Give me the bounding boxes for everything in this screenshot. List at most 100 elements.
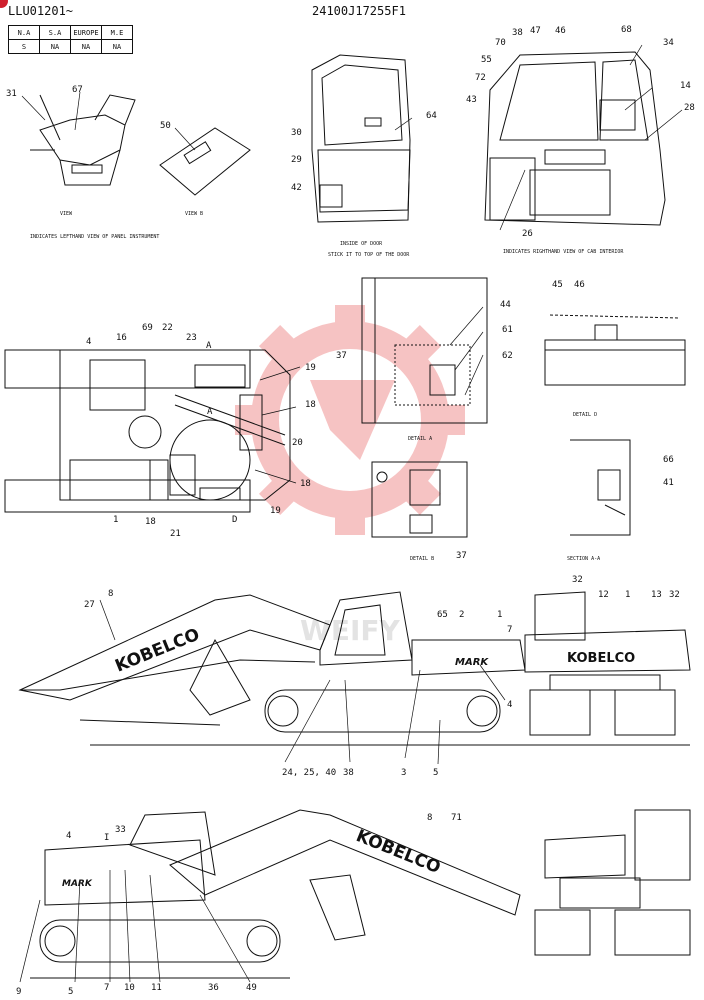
label-10: 10 (124, 983, 135, 993)
label-14: 14 (680, 81, 691, 91)
label-9: 9 (16, 987, 21, 997)
label-8-right: 8 (108, 589, 113, 599)
label-49: 49 (246, 983, 257, 993)
label-64: 64 (426, 111, 437, 121)
excavator-left-side (30, 809, 521, 979)
label-19-a: 19 (305, 363, 316, 373)
view-b-plate (159, 127, 251, 196)
label-55: 55 (481, 55, 492, 65)
leader-lines (19, 44, 683, 983)
label-31: 31 (6, 89, 17, 99)
region-value-me: NA (101, 39, 133, 54)
label-46-d: 46 (574, 280, 585, 290)
label-42: 42 (291, 183, 302, 193)
label-37-b: 37 (456, 551, 467, 561)
label-16: 16 (116, 333, 127, 343)
caption-detail-b: DETAIL B (410, 556, 434, 562)
label-46-top: 46 (555, 26, 566, 36)
label-28: 28 (684, 103, 695, 113)
label-19-b: 19 (270, 506, 281, 516)
region-table: N.A S.A EUROPE M.E S NA NA NA (8, 25, 133, 54)
serial-number: LLU01201~ (8, 4, 74, 18)
label-38-bottom: 38 (343, 768, 354, 778)
label-3: 3 (401, 768, 406, 778)
label-69: 69 (142, 323, 153, 333)
cab-interior-drawing (484, 51, 666, 226)
label-32-left: 32 (572, 575, 583, 585)
caption-view-b: VIEW B (185, 211, 203, 217)
brand-logo-rear: KOBELCO (567, 651, 635, 666)
label-18-a: 18 (305, 400, 316, 410)
label-34: 34 (663, 38, 674, 48)
door-drawing (311, 54, 411, 223)
brand-logo-boom-left: KOBELCO (353, 826, 443, 878)
label-21: 21 (170, 529, 181, 539)
label-65: 65 (437, 610, 448, 620)
caption-view-left: VIEW (60, 211, 73, 217)
label-41: 41 (663, 478, 674, 488)
label-43: 43 (466, 95, 477, 105)
label-27: 27 (84, 600, 95, 610)
model-mark-left: MARK (62, 879, 93, 889)
label-45: 45 (552, 280, 563, 290)
label-18-c: 18 (145, 517, 156, 527)
label-22: 22 (162, 323, 173, 333)
label-4-left: 4 (66, 831, 71, 841)
label-11: 11 (151, 983, 162, 993)
caption-door-sub: STICK IT TO TOP OF THE DOOR (328, 252, 410, 258)
label-20: 20 (292, 438, 303, 448)
label-50: 50 (160, 121, 171, 131)
mark-a-top: A (206, 341, 212, 351)
label-37-a: 37 (336, 351, 347, 361)
part-number: 24100J17255F1 (312, 4, 406, 18)
label-23: 23 (186, 333, 197, 343)
label-4-right: 4 (507, 700, 512, 710)
mark-d: D (232, 515, 237, 525)
label-18-b: 18 (300, 479, 311, 489)
label-38-top: 38 (512, 28, 523, 38)
caption-left-panel: INDICATES LEFTHAND VIEW OF PANEL INSTRUM… (30, 234, 159, 240)
label-29: 29 (291, 155, 302, 165)
region-value-sa: NA (39, 39, 71, 54)
excavator-rear-view (524, 591, 691, 736)
label-1-right: 1 (497, 610, 502, 620)
excavator-right-side (18, 591, 690, 746)
label-61: 61 (502, 325, 513, 335)
model-mark-right: MARK (455, 657, 489, 668)
label-72: 72 (475, 73, 486, 83)
caption-detail-a: DETAIL A (408, 436, 432, 442)
detail-a-drawing (361, 277, 488, 424)
label-71: 71 (451, 813, 462, 823)
label-24-25-40: 24, 25, 40 (282, 768, 336, 778)
watermark-gear-icon (235, 305, 465, 535)
label-36: 36 (208, 983, 219, 993)
label-62: 62 (502, 351, 513, 361)
caption-section-aa: SECTION A-A (567, 556, 600, 562)
label-12: 12 (598, 590, 609, 600)
caption-detail-d: DETAIL D (573, 412, 597, 418)
excavator-front-view (534, 809, 691, 956)
label-1-rear: 1 (625, 590, 630, 600)
label-5-left: 5 (68, 987, 73, 997)
mark-a-mid: A (207, 407, 213, 417)
label-70: 70 (495, 38, 506, 48)
label-67: 67 (72, 85, 83, 95)
label-13: 13 (651, 590, 662, 600)
top-view-drawing (4, 349, 291, 513)
label-2: 2 (459, 610, 464, 620)
corner-badge-icon (0, 0, 8, 8)
callout-labels: 31 67 50 30 29 42 64 38 47 46 68 34 70 5… (6, 25, 695, 997)
detail-d-drawing (544, 314, 686, 386)
mark-i: I (104, 833, 109, 843)
label-33: 33 (115, 825, 126, 835)
label-7-right: 7 (507, 625, 512, 635)
label-7-left: 7 (104, 983, 109, 993)
caption-cab: INDICATES RIGHTHAND VIEW OF CAB INTERIOR (503, 249, 624, 255)
caption-door: INSIDE OF DOOR (340, 241, 383, 247)
label-44: 44 (500, 300, 511, 310)
seat-view (30, 94, 136, 186)
label-32-right: 32 (669, 590, 680, 600)
label-26: 26 (522, 229, 533, 239)
label-5-right: 5 (433, 768, 438, 778)
